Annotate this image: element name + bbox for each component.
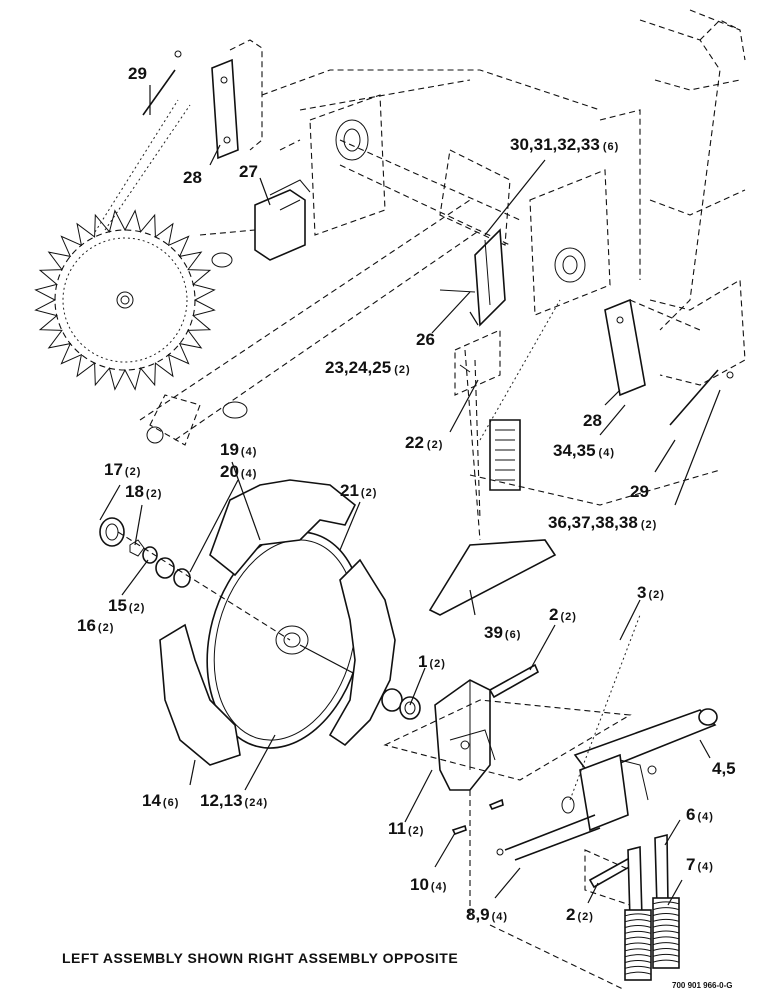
cross-tube xyxy=(339,139,521,246)
callout-1: 1(2) xyxy=(418,652,446,671)
spring-22 xyxy=(489,419,521,491)
large-wheel-21 xyxy=(206,531,396,749)
mid-chain xyxy=(454,299,561,541)
callout-28-lower: 28 xyxy=(583,411,602,430)
upper-sprocket xyxy=(34,209,216,391)
leader-lines xyxy=(99,85,721,906)
callout-14: 14(6) xyxy=(142,791,179,810)
callout-36-38: 36,37,38,38(2) xyxy=(548,513,657,532)
drawing-code: 700 901 966-0-G xyxy=(672,981,733,990)
callout-19: 19(4) xyxy=(220,440,257,459)
sickle-segment-left xyxy=(159,623,241,766)
sickle-segment-right xyxy=(328,558,396,747)
callout-2-lower: 2(2) xyxy=(566,905,594,924)
hardware-stack xyxy=(99,517,291,641)
pin-10 xyxy=(451,798,504,835)
spring-upper xyxy=(142,50,182,116)
callout-29-upper: 29 xyxy=(128,64,147,83)
arm-4-5 xyxy=(573,708,718,832)
figure-caption: LEFT ASSEMBLY SHOWN RIGHT ASSEMBLY OPPOS… xyxy=(62,950,458,966)
callout-23-25: 23,24,25(2) xyxy=(325,358,411,377)
callout-6: 6(4) xyxy=(686,805,714,824)
callout-28-upper: 28 xyxy=(183,168,202,187)
callout-10: 10(4) xyxy=(410,875,447,894)
callout-22: 22(2) xyxy=(405,433,443,452)
callout-20: 20(4) xyxy=(220,462,257,481)
callout-18: 18(2) xyxy=(125,482,162,501)
springs-7 xyxy=(624,897,680,981)
guide-line xyxy=(469,469,721,506)
callout-26: 26 xyxy=(416,330,435,349)
callout-39: 39(6) xyxy=(484,623,521,642)
callout-17: 17(2) xyxy=(104,460,141,479)
callout-16: 16(2) xyxy=(77,616,114,635)
frame-outline xyxy=(229,9,746,386)
callout-30-33: 30,31,32,33(6) xyxy=(510,135,619,154)
pin-2-upper xyxy=(488,663,540,699)
lower-chain xyxy=(561,614,641,814)
callout-34-35: 34,35(4) xyxy=(553,441,615,460)
callout-29-lower: 29 xyxy=(630,482,649,501)
box-27 xyxy=(199,179,311,268)
plate-39 xyxy=(428,539,557,616)
callout-27: 27 xyxy=(239,162,258,181)
callout-15: 15(2) xyxy=(108,596,145,615)
callout-3: 3(2) xyxy=(637,583,665,602)
mounting-plate-left xyxy=(309,94,386,236)
guide-bottom xyxy=(489,924,626,991)
upper-chain xyxy=(94,99,191,233)
callout-4-5: 4,5 xyxy=(712,759,736,778)
callout-11: 11(2) xyxy=(388,819,424,838)
bracket-11 xyxy=(383,679,632,920)
sickle-segment-top xyxy=(209,479,357,577)
bolt-8-9 xyxy=(496,814,601,861)
callout-7: 7(4) xyxy=(686,855,714,874)
bracket-upper xyxy=(211,58,239,160)
callout-labels: 29 28 27 30,31,32,33(6) 26 23,24,25(2) 2… xyxy=(77,64,736,924)
mounting-plate-right xyxy=(529,169,611,316)
callout-12-13: 12,13(24) xyxy=(200,791,268,810)
spring-lower-right xyxy=(669,369,734,426)
swing-arm xyxy=(139,199,481,446)
bracket-26 xyxy=(439,228,506,327)
bracket-lower-right xyxy=(604,298,701,397)
bearing-1 xyxy=(381,688,421,720)
callout-8-9: 8,9(4) xyxy=(466,905,508,924)
callout-2-upper: 2(2) xyxy=(549,605,577,624)
callout-21: 21(2) xyxy=(340,481,377,500)
